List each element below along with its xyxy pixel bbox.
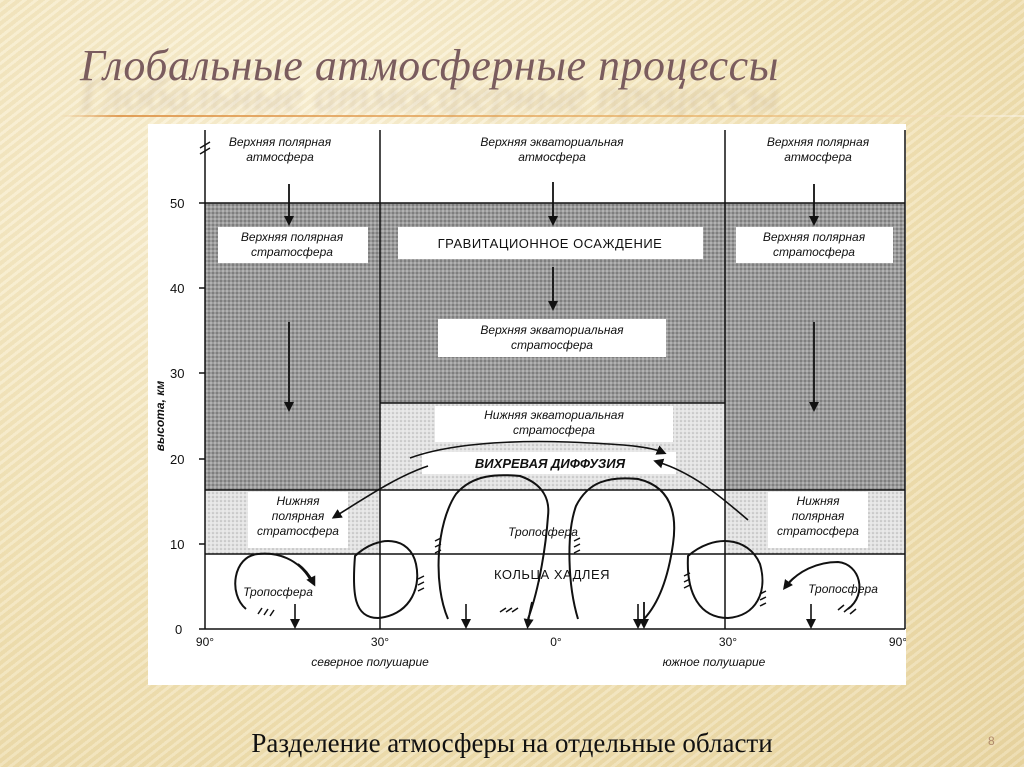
circulation-cells xyxy=(234,474,861,620)
upper-polar-strat-left-line1: Верхняя полярная xyxy=(241,230,344,244)
page-number: 8 xyxy=(988,734,995,748)
slide-caption: Разделение атмосферы на отдельные област… xyxy=(251,728,773,758)
title-divider xyxy=(60,115,1024,117)
upper-equatorial-atm-line2: атмосфера xyxy=(518,150,586,164)
lower-polar-strat-left-line1: Нижняя xyxy=(276,494,320,508)
upper-equatorial-atm-line1: Верхняя экваториальная xyxy=(480,135,624,149)
upper-polar-atm-right-line2: атмосфера xyxy=(784,150,852,164)
lower-polar-strat-right-line2: полярная xyxy=(792,509,845,523)
eddy-diffusion-label: ВИХРЕВАЯ ДИФФУЗИЯ xyxy=(475,456,626,471)
upper-polar-atm-right-line1: Верхняя полярная xyxy=(767,135,870,149)
x-tick-90-north: 90° xyxy=(196,635,214,649)
upper-equatorial-strat-line2: стратосфера xyxy=(511,338,593,352)
hadley-cells-label: КОЛЬЦА ХАДЛЕЯ xyxy=(494,567,610,582)
troposphere-center-label: Тропосфера xyxy=(508,525,578,539)
upper-equatorial-strat-line1: Верхняя экваториальная xyxy=(480,323,624,337)
cell-arrow-heads xyxy=(297,563,796,629)
x-tick-90-south: 90° xyxy=(889,635,906,649)
right-polar-cell xyxy=(787,560,861,610)
x-tick-0: 0° xyxy=(550,635,562,649)
upper-polar-atm-left-line2: атмосфера xyxy=(246,150,314,164)
upper-polar-strat-right-line1: Верхняя полярная xyxy=(763,230,866,244)
settling-arrows xyxy=(284,182,819,412)
north-hemisphere-label: северное полушарие xyxy=(311,655,429,669)
lower-equatorial-strat-line1: Нижняя экваториальная xyxy=(484,408,624,422)
y-axis-ticks xyxy=(199,202,205,630)
diagram-svg: 0 10 20 30 40 50 высота, км 90° 30° 0° 3… xyxy=(153,130,906,669)
y-tick-50: 50 xyxy=(170,196,184,211)
y-tick-30: 30 xyxy=(170,366,184,381)
slide-title: Глобальные атмосферные процессы xyxy=(80,41,779,90)
upper-polar-strat-left-line2: стратосфера xyxy=(251,245,333,259)
cell-hatch-marks xyxy=(257,537,857,617)
y-tick-10: 10 xyxy=(170,537,184,552)
y-tick-40: 40 xyxy=(170,281,184,296)
south-hemisphere-label: южное полушарие xyxy=(663,655,766,669)
right-mid-cell xyxy=(686,540,764,620)
eddy-diffusion-arrows xyxy=(331,440,749,521)
axis-break-mark xyxy=(199,141,211,155)
y-tick-0: 0 xyxy=(175,622,182,637)
lower-polar-strat-left-line2: полярная xyxy=(272,509,325,523)
x-tick-30-south: 30° xyxy=(719,635,737,649)
y-axis-label: высота, км xyxy=(153,381,167,452)
central-south-cell xyxy=(568,477,676,620)
x-tick-30-north: 30° xyxy=(371,635,389,649)
label-backgrounds xyxy=(218,227,893,548)
lower-polar-strat-right-line1: Нижняя xyxy=(796,494,840,508)
lower-polar-strat-left-line3: стратосфера xyxy=(257,524,339,538)
atmosphere-diagram: 0 10 20 30 40 50 высота, км 90° 30° 0° 3… xyxy=(148,124,906,685)
troposphere-left-label: Тропосфера xyxy=(243,585,313,599)
upper-polar-strat-right-line2: стратосфера xyxy=(773,245,855,259)
troposphere-right-label: Тропосфера xyxy=(808,582,878,596)
ground-arrows xyxy=(290,604,816,629)
left-polar-cell xyxy=(234,552,311,610)
central-north-cell xyxy=(437,474,550,620)
gravitational-settling-label: ГРАВИТАЦИОННОЕ ОСАЖДЕНИЕ xyxy=(438,236,663,251)
upper-polar-atm-left-line1: Верхняя полярная xyxy=(229,135,332,149)
left-mid-cell xyxy=(352,540,419,620)
y-tick-20: 20 xyxy=(170,452,184,467)
lower-polar-strat-right-line3: стратосфера xyxy=(777,524,859,538)
lower-equatorial-strat-line2: стратосфера xyxy=(513,423,595,437)
layer-boundaries xyxy=(204,130,906,630)
